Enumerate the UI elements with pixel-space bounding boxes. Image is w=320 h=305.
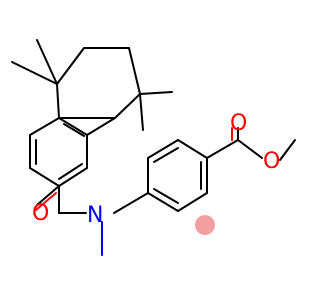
benzoate-ring xyxy=(113,139,208,214)
amide-oxygen-label: O xyxy=(32,201,49,226)
amide-group xyxy=(35,185,103,256)
amide-nitrogen-label: N xyxy=(87,203,103,228)
structure-canvas: O N O O xyxy=(11,39,296,256)
ester-ether-oxygen-label: O xyxy=(263,149,280,174)
molecule-diagram: O N O O xyxy=(11,39,296,256)
ester-carbonyl-oxygen-label: O xyxy=(230,111,247,136)
tetralin-aromatic-ring xyxy=(29,117,116,187)
highlighted-atom xyxy=(195,215,215,235)
ester-group xyxy=(206,127,296,161)
saturated-ring xyxy=(11,39,173,131)
